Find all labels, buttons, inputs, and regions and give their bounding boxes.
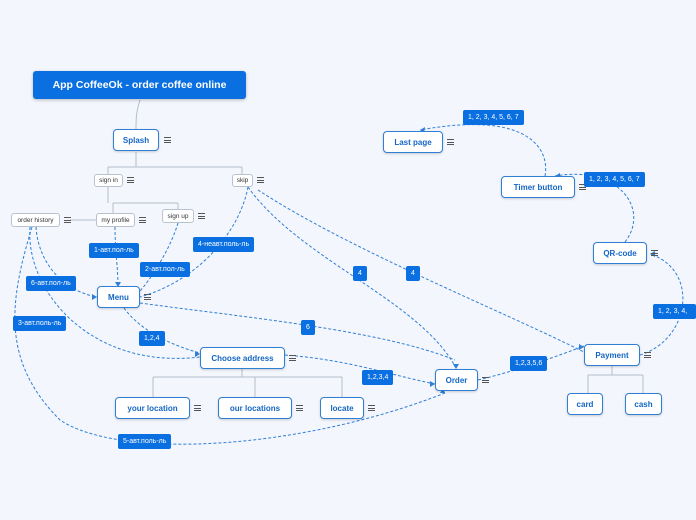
link-history-order [14, 226, 446, 445]
tree-line-signin-children [107, 187, 179, 213]
node-menu[interactable]: Menu [97, 286, 140, 308]
label-auth-user-1[interactable]: 1-авт.пол-ль [89, 243, 139, 258]
node-last-page[interactable]: Last page [383, 131, 443, 153]
label-num-4-a[interactable]: 4 [353, 266, 367, 281]
label-steps-124[interactable]: 1,2,4 [139, 331, 165, 346]
arrowhead-order-a [453, 364, 459, 369]
link-timer-lastpage [419, 124, 547, 177]
menu-icon[interactable] [644, 352, 651, 358]
menu-icon[interactable] [64, 217, 71, 223]
node-our-locations[interactable]: our locations [218, 397, 292, 419]
menu-icon[interactable] [164, 137, 171, 143]
menu-icon[interactable] [651, 250, 658, 256]
node-choose-address[interactable]: Choose address [200, 347, 285, 369]
menu-icon[interactable] [127, 177, 134, 183]
tree-line-address-children [152, 369, 343, 397]
link-history-menu [35, 226, 98, 298]
menu-icon[interactable] [482, 377, 489, 383]
link-menu-address [123, 307, 201, 354]
node-my-profile[interactable]: my profile [96, 213, 135, 227]
label-steps-1234[interactable]: 1,2,3,4 [362, 370, 394, 385]
menu-icon[interactable] [257, 177, 264, 183]
menu-icon[interactable] [447, 139, 454, 145]
node-skip[interactable]: skip [232, 174, 253, 187]
menu-icon[interactable] [144, 294, 151, 300]
label-all-steps-a[interactable]: 1, 2, 3, 4, 5, 6, 7 [463, 110, 524, 125]
label-auth-user-6[interactable]: 6-авт.пол-ль [26, 276, 76, 291]
arrowhead-menu-a [115, 282, 121, 287]
menu-icon[interactable] [198, 213, 205, 219]
label-auth-user-3[interactable]: 3-авт.поль-ль [13, 316, 67, 331]
arrowhead-order-b [430, 381, 435, 387]
arrowhead-payment [579, 344, 584, 350]
node-your-location[interactable]: your location [115, 397, 190, 419]
tree-line-payment-children [587, 366, 644, 393]
node-timer-button[interactable]: Timer button [501, 176, 575, 198]
node-sign-up[interactable]: sign up [162, 209, 194, 223]
link-myprofile-menu [114, 226, 119, 287]
link-skip-payment [257, 189, 585, 353]
label-auth-user-5[interactable]: 5-авт.поль-ль [118, 434, 172, 449]
link-qr-timer [554, 173, 635, 243]
label-steps-12356[interactable]: 1,2,3,5,6 [510, 356, 548, 371]
arrowhead-address [195, 351, 200, 357]
tree-line-splash-children [107, 152, 243, 174]
menu-icon[interactable] [296, 405, 303, 411]
label-all-steps-b[interactable]: 1, 2, 3, 4, 5, 6, 7 [584, 172, 645, 187]
node-cash[interactable]: cash [625, 393, 662, 415]
label-num-6[interactable]: 6 [301, 320, 315, 335]
node-locate[interactable]: locate [320, 397, 364, 419]
link-address-order [284, 354, 436, 385]
node-card[interactable]: card [567, 393, 603, 415]
node-order[interactable]: Order [435, 369, 478, 391]
label-unauth-user-4[interactable]: 4-неавт.поль-ль [193, 237, 255, 252]
label-auth-user-2[interactable]: 2-авт.пол-ль [140, 262, 190, 277]
menu-icon[interactable] [289, 355, 296, 361]
label-all-steps-c[interactable]: 1, 2, 3, 4, [653, 304, 696, 319]
link-payment-qr [639, 253, 684, 356]
link-skip-menu [139, 186, 249, 298]
menu-icon[interactable] [579, 184, 586, 190]
tree-line-root-splash [135, 99, 141, 130]
menu-icon[interactable] [368, 405, 375, 411]
arrowhead-menu-b [92, 294, 97, 300]
label-num-4-b[interactable]: 4 [406, 266, 420, 281]
node-qr-code[interactable]: QR-code [593, 242, 647, 264]
root-topic[interactable]: App CoffeeOk - order coffee online [33, 71, 246, 99]
node-payment[interactable]: Payment [584, 344, 640, 366]
node-order-history[interactable]: order history [11, 213, 60, 227]
link-skip-order [247, 186, 457, 369]
node-sign-in[interactable]: sign in [94, 174, 123, 187]
link-signup-menu [139, 222, 179, 292]
link-menu-order [139, 302, 456, 361]
menu-icon[interactable] [194, 405, 201, 411]
node-splash[interactable]: Splash [113, 129, 159, 151]
menu-icon[interactable] [139, 217, 146, 223]
link-history-address [29, 226, 201, 359]
